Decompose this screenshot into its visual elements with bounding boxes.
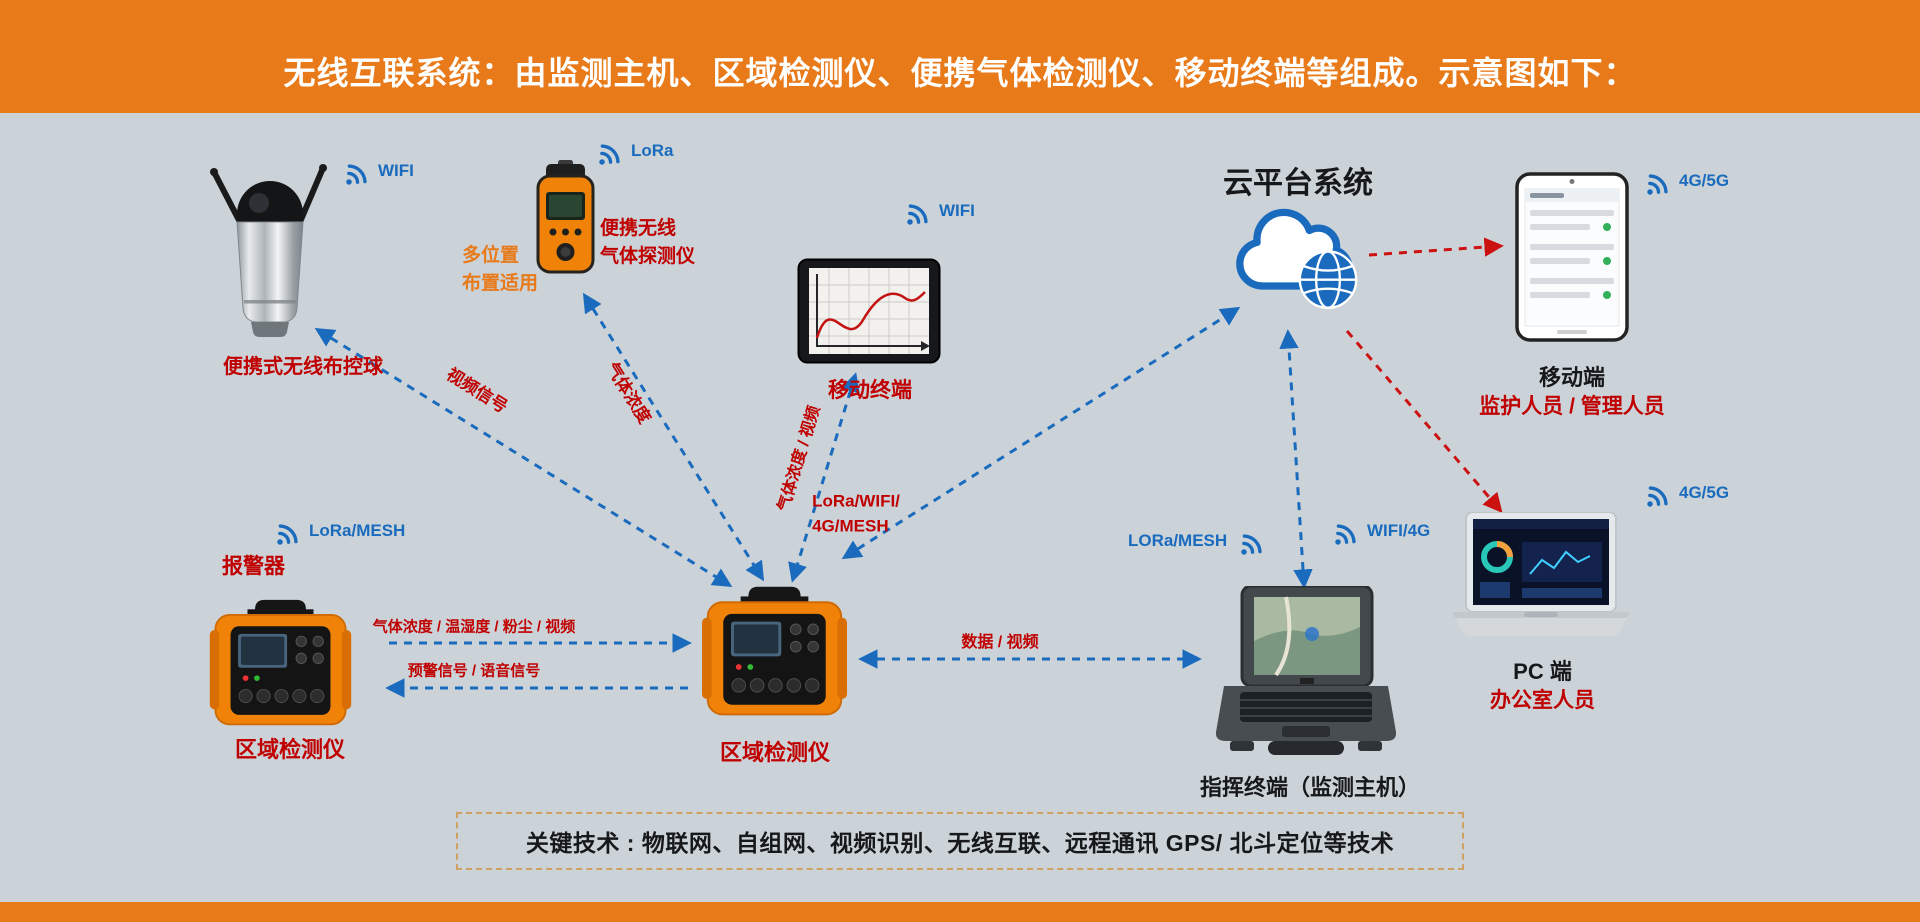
link-label-gas-concentration: 气体浓度 xyxy=(602,359,655,427)
phone-signal: 4G/5G xyxy=(1638,168,1729,204)
page-title: 无线互联系统：由监测主机、区域检测仪、便携气体检测仪、移动终端等组成。示意图如下… xyxy=(283,54,1637,91)
link-command-cloud xyxy=(1279,329,1313,589)
signal-label: LoRa/MESH xyxy=(309,521,406,540)
wifi-icon xyxy=(1638,168,1674,204)
area-detector-left-label: 区域检测仪 xyxy=(234,737,345,762)
command-signal-right: WIFI/4G xyxy=(1326,518,1430,554)
link-label-lora-wifi-mesh: LoRa/WIFI/ 4G/MESH xyxy=(812,491,900,535)
pc-label: PC 端 xyxy=(1513,659,1572,684)
wifi-icon xyxy=(898,198,934,234)
pc-laptop-device xyxy=(1452,512,1630,650)
signal-label: WIFI xyxy=(939,201,975,220)
command-signal-left: LORa/MESH xyxy=(1128,528,1268,564)
signal-label: WIFI xyxy=(378,161,414,180)
area-detector-left-device xyxy=(208,598,353,730)
area-detector-center-label: 区域检测仪 xyxy=(719,740,830,765)
link-cloud-phone xyxy=(1368,237,1504,257)
alarm-label: 报警器 xyxy=(222,555,285,578)
ball-camera-label: 便携式无线布控球 xyxy=(223,356,383,378)
signal-label: WIFI/4G xyxy=(1367,521,1431,540)
tablet-label: 移动终端 xyxy=(828,379,912,402)
phone-device xyxy=(1515,172,1629,342)
link-label-left-up: 气体浓度 / 温湿度 / 粉尘 / 视频 xyxy=(372,618,576,636)
signal-label: LORa/MESH xyxy=(1128,531,1228,550)
bottom-banner xyxy=(0,902,1920,922)
key-tech-box: 关键技术 : 物联网、自组网、视频识别、无线互联、远程通讯 GPS/ 北斗定位等… xyxy=(456,812,1464,870)
ball-camera-device xyxy=(206,162,332,342)
signal-label: 4G/5G xyxy=(1679,483,1730,502)
gas-detector-device xyxy=(528,160,603,278)
tablet-signal: WIFI xyxy=(898,198,975,234)
wifi-icon xyxy=(1638,480,1674,516)
gas-detector-label: 便携无线 气体探测仪 xyxy=(600,218,696,267)
cloud-title: 云平台系统 xyxy=(1223,167,1373,200)
wifi-icon xyxy=(268,518,304,554)
signal-label: LoRa xyxy=(631,141,674,160)
gas-signal: LoRa xyxy=(590,138,674,174)
command-terminal-device xyxy=(1216,586,1396,766)
gas-detector-note: 多位置 布置适用 xyxy=(462,245,539,294)
header-banner: 无线互联系统：由监测主机、区域检测仪、便携气体检测仪、移动终端等组成。示意图如下… xyxy=(0,0,1920,113)
phone-sub-label: 监护人员 / 管理人员 xyxy=(1479,395,1665,418)
link-cloud-pc xyxy=(1345,330,1503,513)
pc-sub-label: 办公室人员 xyxy=(1490,689,1595,712)
pc-signal: 4G/5G xyxy=(1638,480,1729,516)
wifi-icon xyxy=(590,138,626,174)
link-gas-center xyxy=(582,292,765,582)
signal-label: 4G/5G xyxy=(1679,171,1730,190)
tablet-device xyxy=(797,258,941,364)
link-label-left-down: 预警信号 / 语音信号 xyxy=(407,662,541,680)
wifi-icon xyxy=(337,158,373,194)
area-detector-center-device xyxy=(702,580,847,725)
ball-signal: WIFI xyxy=(337,158,414,194)
wifi-icon xyxy=(1326,518,1362,554)
key-tech-text: 关键技术 : 物联网、自组网、视频识别、无线互联、远程通讯 GPS/ 北斗定位等… xyxy=(525,830,1395,856)
phone-label: 移动端 xyxy=(1538,365,1605,390)
cloud-platform-icon xyxy=(1222,196,1374,316)
area-left-signal: LoRa/MESH xyxy=(268,518,405,554)
link-label-data-video: 数据 / 视频 xyxy=(961,634,1039,651)
link-label-video-signal: 视频信号 xyxy=(443,364,511,417)
wifi-icon xyxy=(1232,528,1268,564)
command-terminal-label: 指挥终端（监测主机） xyxy=(1199,775,1420,800)
